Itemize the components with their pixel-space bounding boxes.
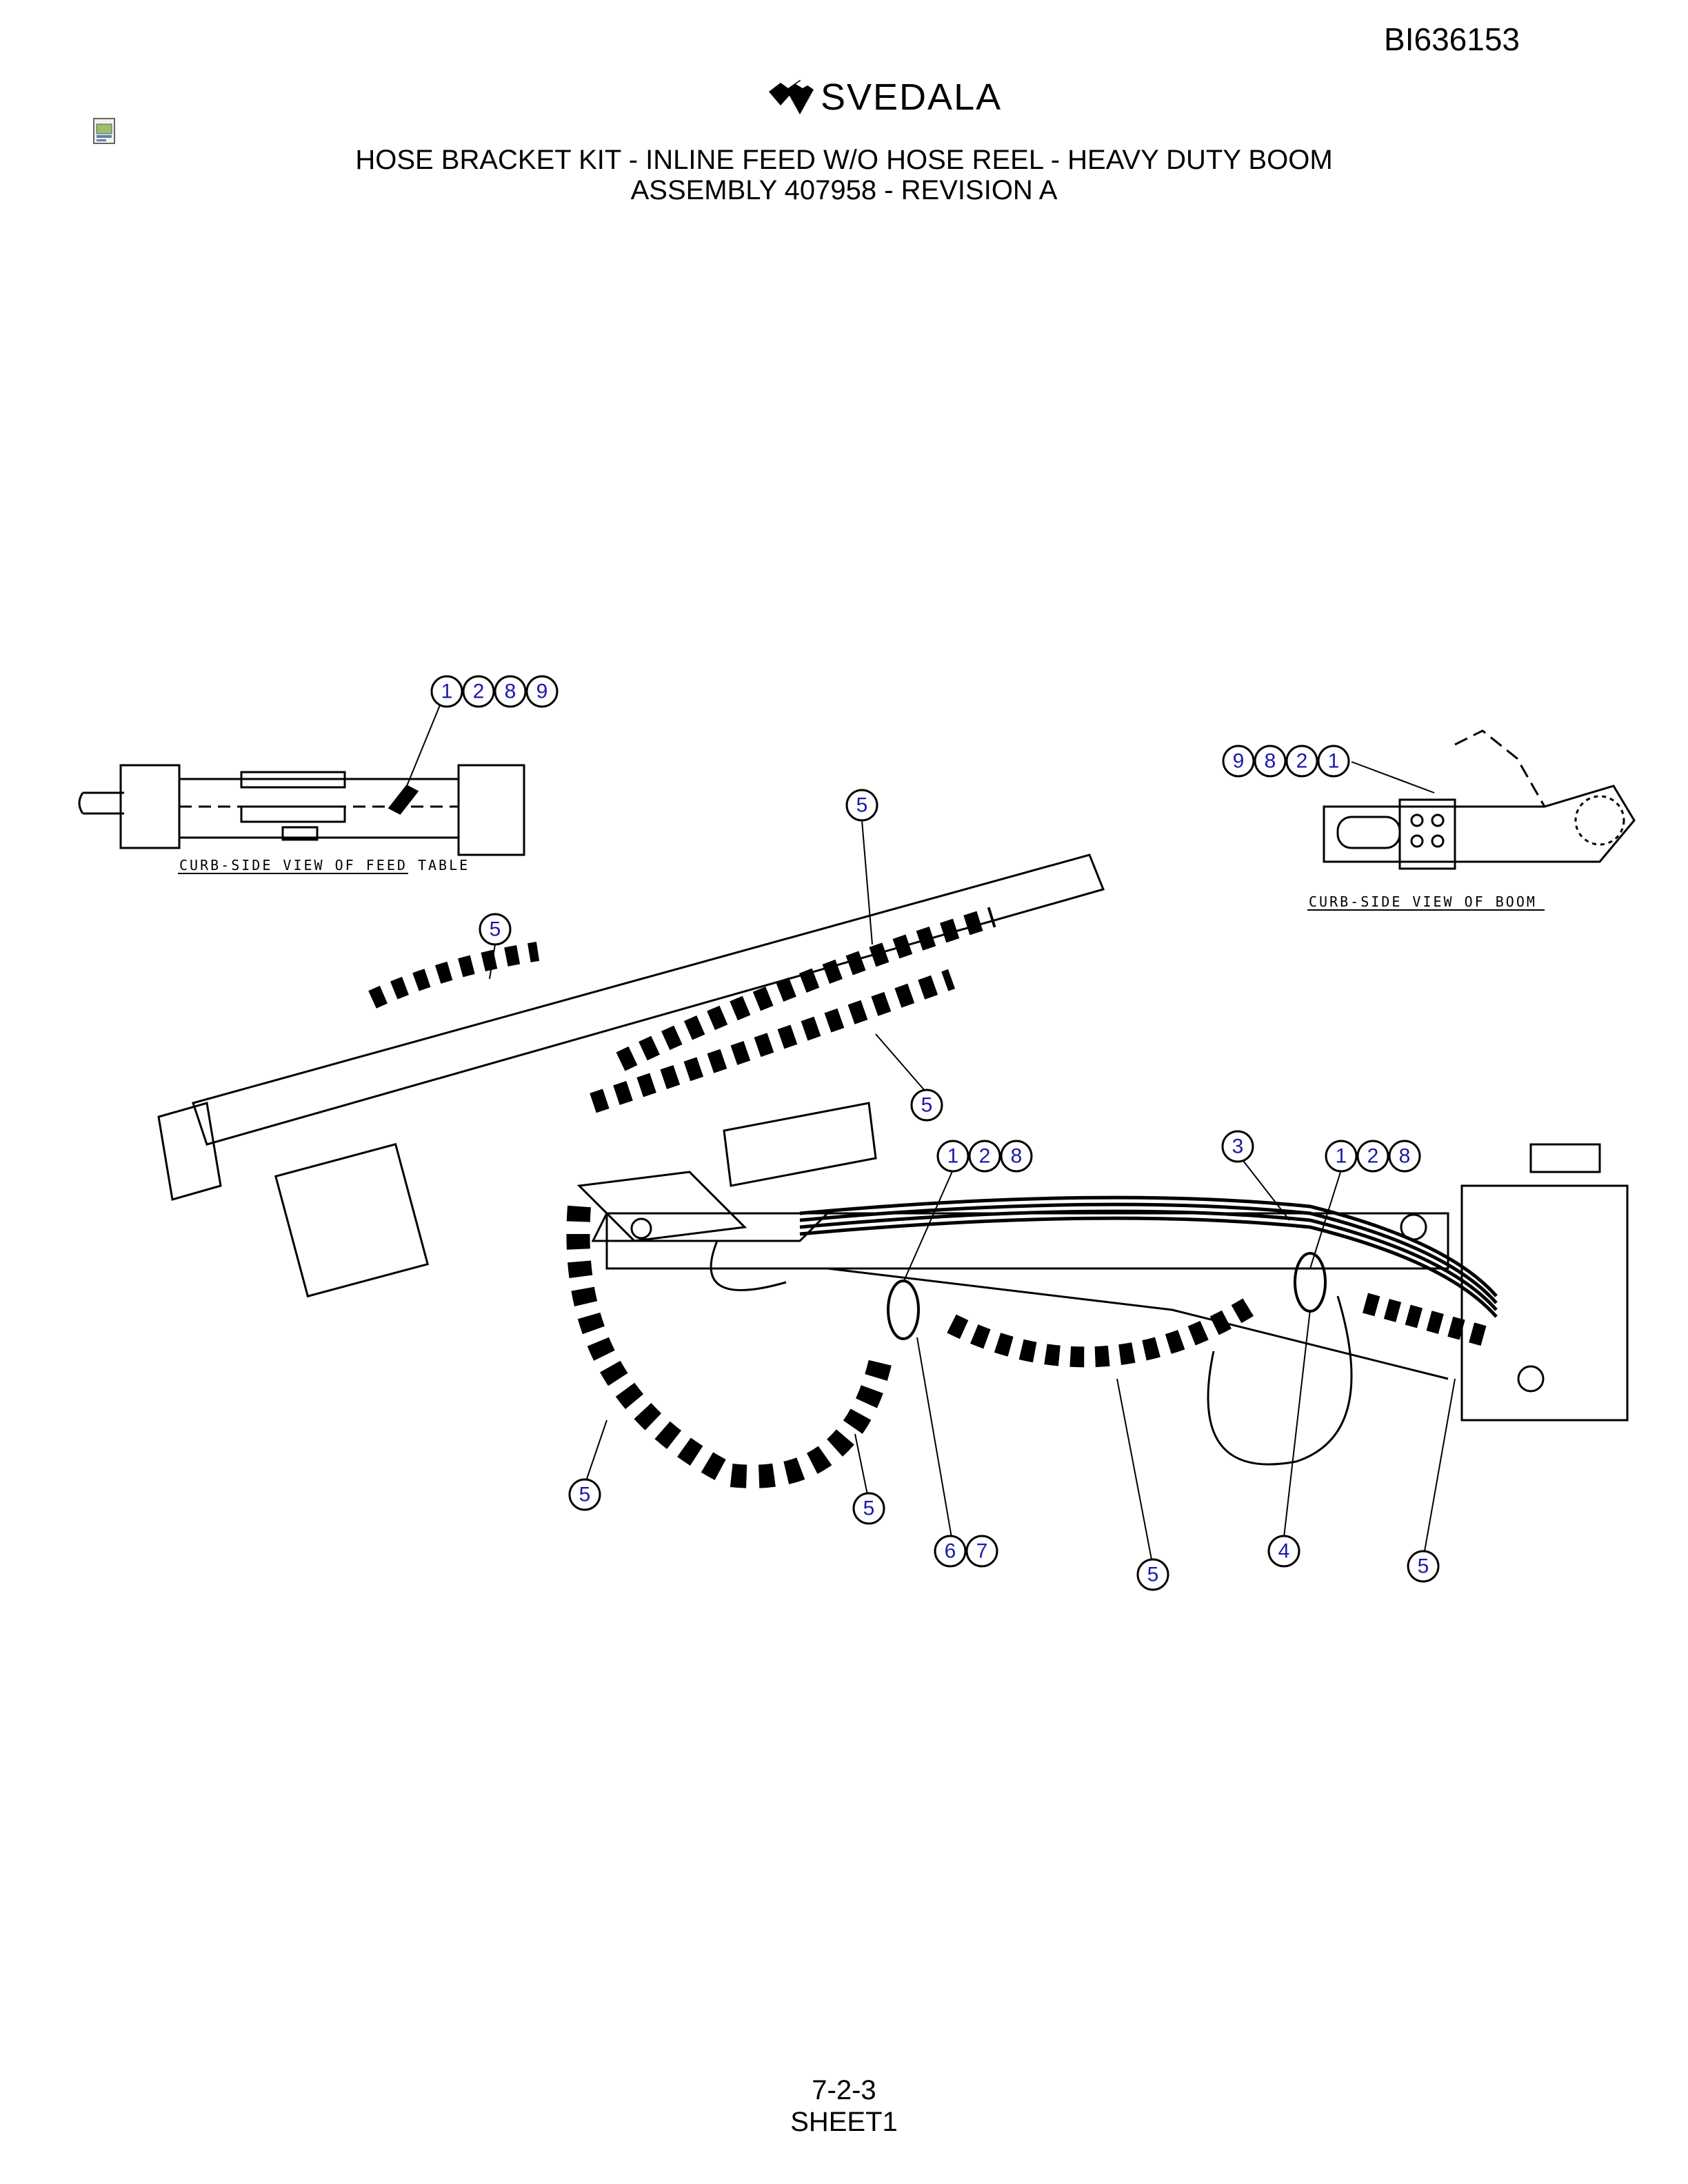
svg-text:4: 4 bbox=[1278, 1540, 1290, 1563]
drawing-title: HOSE BRACKET KIT - INLINE FEED W/O HOSE … bbox=[355, 145, 1333, 175]
svg-text:1: 1 bbox=[1328, 750, 1340, 773]
callout-item-5: 5 5 5 5 5 5 5 bbox=[479, 789, 1440, 1591]
callout-group-bottom: 6 7 bbox=[934, 1535, 998, 1568]
callout-group-feed-table: 1 2 8 9 bbox=[430, 675, 559, 708]
document-file-icon[interactable] bbox=[90, 116, 120, 146]
svg-text:5: 5 bbox=[863, 1497, 875, 1520]
callout-item-4: 4 bbox=[1267, 1535, 1300, 1568]
svg-text:1: 1 bbox=[947, 1145, 959, 1168]
feed-table-view-label: CURB-SIDE VIEW OF FEED TABLE bbox=[179, 857, 470, 873]
callout-item-3: 3 bbox=[1221, 1130, 1254, 1163]
svg-text:1: 1 bbox=[441, 680, 453, 703]
svg-text:9: 9 bbox=[536, 680, 548, 703]
svg-text:5: 5 bbox=[1147, 1564, 1159, 1586]
svg-text:2: 2 bbox=[473, 680, 485, 703]
document-id: BI636153 bbox=[1384, 21, 1520, 57]
svg-text:7: 7 bbox=[976, 1540, 988, 1563]
svg-text:9: 9 bbox=[1233, 750, 1245, 773]
svg-text:6: 6 bbox=[945, 1540, 956, 1563]
leader-lines bbox=[489, 820, 1456, 1560]
svg-text:8: 8 bbox=[1011, 1145, 1023, 1168]
svg-text:2: 2 bbox=[1296, 750, 1308, 773]
svedala-logo-mark-icon bbox=[769, 79, 814, 114]
svg-text:1: 1 bbox=[1336, 1145, 1347, 1168]
callout-group-boom-view: 9 8 2 1 bbox=[1222, 745, 1350, 778]
hydraulic-hoses bbox=[368, 907, 1498, 1488]
svg-text:5: 5 bbox=[856, 794, 868, 817]
svg-text:5: 5 bbox=[579, 1484, 591, 1506]
brand-name: SVEDALA bbox=[821, 77, 1003, 118]
callout-group-center-a: 1 2 8 bbox=[936, 1140, 1033, 1173]
svg-text:8: 8 bbox=[1265, 750, 1276, 773]
svg-text:5: 5 bbox=[1418, 1555, 1429, 1578]
feed-table-view bbox=[78, 701, 525, 856]
callout-group-center-b: 1 2 8 bbox=[1325, 1140, 1421, 1173]
svg-text:2: 2 bbox=[979, 1145, 991, 1168]
boom-view bbox=[1323, 729, 1636, 870]
page-number: 7-2-3 bbox=[812, 2075, 876, 2105]
assembly-revision: ASSEMBLY 407958 - REVISION A bbox=[630, 175, 1058, 205]
svg-text:8: 8 bbox=[1399, 1145, 1411, 1168]
svg-text:3: 3 bbox=[1232, 1135, 1244, 1158]
svg-text:2: 2 bbox=[1367, 1145, 1379, 1168]
boom-view-label: CURB-SIDE VIEW OF BOOM bbox=[1309, 893, 1537, 910]
svg-text:5: 5 bbox=[490, 918, 501, 941]
sheet-label: SHEET1 bbox=[790, 2107, 898, 2137]
svg-text:5: 5 bbox=[921, 1094, 933, 1117]
svg-text:8: 8 bbox=[505, 680, 516, 703]
